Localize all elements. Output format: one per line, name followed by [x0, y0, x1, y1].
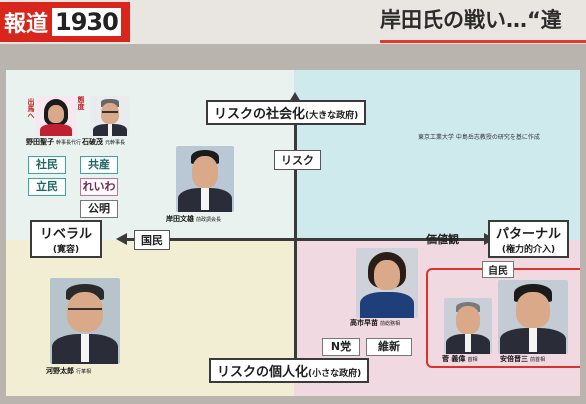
party-tag: 自民 [482, 261, 514, 278]
party-tag: 維新 [366, 338, 412, 356]
portrait-noda [36, 96, 76, 136]
axis-label-bottom: リスクの個人化(小さな政府) [209, 358, 370, 383]
party-tag: 共産 [80, 156, 118, 174]
axis-top-sub: (大きな政府) [305, 111, 359, 121]
portrait-ishiba [90, 96, 130, 136]
name-abe: 安倍晋三 [500, 355, 528, 363]
title-suga: 首相 [467, 357, 478, 363]
party-tag: 立民 [28, 178, 66, 196]
title-kono: 行革相 [76, 369, 92, 375]
arrow-up-icon [289, 92, 301, 102]
name-suga: 菅 義偉 [442, 355, 466, 363]
axis-top-main: リスクの社会化 [214, 107, 306, 122]
political-map-board: リスクの社会化(大きな政府) リスクの個人化(小さな政府) リベラル (寛容) … [6, 70, 580, 396]
axis-left-sub: (寛容) [52, 245, 80, 255]
arrow-left-icon [116, 233, 127, 245]
caption-takaichi: 高市早苗前総務相 [350, 318, 400, 328]
tilt-label-noda: 出馬へ [27, 98, 35, 119]
horizontal-axis [126, 238, 486, 241]
tilt-label-ishiba: 態度 [77, 96, 85, 110]
caption-suga: 菅 義偉首相 [442, 354, 477, 364]
axis-tag-nation: 国民 [134, 230, 170, 250]
caption-noda: 野田聖子幹事長代行 [26, 137, 81, 147]
title-abe: 前首相 [530, 357, 546, 363]
portrait-abe [498, 280, 568, 354]
party-tag: 社民 [28, 156, 66, 174]
axis-right-main: パターナル [496, 227, 562, 242]
program-time: 1930 [52, 8, 121, 36]
quadrant-top-right [294, 70, 580, 240]
caption-ishiba: 石破茂元幹事長 [82, 137, 125, 147]
name-kono: 河野太郎 [46, 367, 74, 375]
caption-kishida: 岸田文雄前政調会長 [166, 214, 221, 224]
name-takaichi: 高市早苗 [350, 319, 378, 327]
title-kishida: 前政調会長 [196, 217, 222, 223]
axis-left-main: リベラル [40, 227, 93, 242]
axis-bottom-main: リスクの個人化 [217, 365, 309, 380]
source-note: 東京工業大学 中島岳志教授の研究を基に作成 [418, 134, 540, 141]
name-noda: 野田聖子 [26, 138, 54, 146]
portrait-kono [50, 278, 120, 364]
axis-tag-values: 価値観 [426, 233, 459, 246]
axis-right-sub: (権力的介入) [501, 245, 556, 255]
title-takaichi: 前総務相 [380, 321, 401, 327]
party-tag: N党 [322, 338, 360, 356]
axis-label-top: リスクの社会化(大きな政府) [206, 100, 367, 125]
axis-label-left: リベラル (寛容) [30, 220, 103, 258]
vertical-axis [294, 100, 297, 372]
axis-tag-risk: リスク [274, 150, 321, 170]
headline: 岸田氏の戦い…“違 [380, 4, 586, 43]
portrait-takaichi [356, 248, 418, 318]
axis-label-right: パターナル (権力的介入) [488, 220, 570, 258]
party-tag: れいわ [80, 178, 118, 196]
caption-abe: 安倍晋三前首相 [500, 354, 545, 364]
program-logo: 報道 1930 [0, 2, 130, 42]
name-ishiba: 石破茂 [82, 138, 103, 146]
name-kishida: 岸田文雄 [166, 215, 194, 223]
party-tag: 公明 [80, 200, 118, 218]
title-ishiba: 元幹事長 [105, 140, 126, 146]
caption-kono: 河野太郎行革相 [46, 366, 91, 376]
portrait-suga [444, 298, 492, 354]
portrait-kishida [176, 146, 234, 212]
axis-bottom-sub: (小さな政府) [308, 369, 362, 379]
title-noda: 幹事長代行 [56, 140, 82, 146]
program-label: 報道 [4, 12, 49, 37]
